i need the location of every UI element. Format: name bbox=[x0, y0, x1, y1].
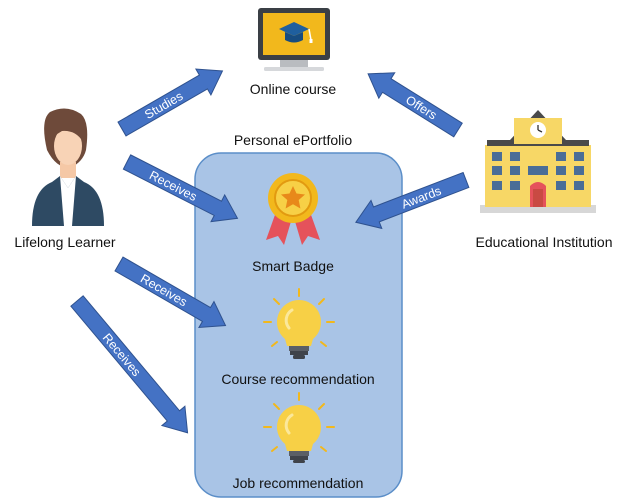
arrow-studies: Studies bbox=[117, 68, 224, 137]
arrow-label-awards: Awards bbox=[400, 184, 444, 212]
award-medal-icon bbox=[266, 173, 320, 245]
eportfolio-title: Personal ePortfolio bbox=[234, 132, 353, 148]
arrow-offers: Offers bbox=[367, 72, 463, 138]
arrow-receives-job-rec: Receives bbox=[70, 295, 189, 434]
lightbulb-icon bbox=[263, 392, 335, 463]
node-label-course-recommendation: Course recommendation bbox=[221, 371, 374, 387]
school-building-icon bbox=[480, 110, 596, 213]
node-label-online-course: Online course bbox=[250, 81, 337, 97]
arrow-label-receives-job-rec: Receives bbox=[100, 331, 144, 379]
node-label-lifelong-learner: Lifelong Learner bbox=[14, 234, 116, 250]
node-label-job-recommendation: Job recommendation bbox=[233, 475, 364, 491]
node-label-smart-badge: Smart Badge bbox=[252, 258, 334, 274]
lightbulb-icon bbox=[263, 288, 335, 359]
node-label-educational-institution: Educational Institution bbox=[476, 234, 613, 250]
person-icon bbox=[32, 108, 104, 226]
laptop-graduation-cap-icon bbox=[258, 8, 330, 71]
arrow-label-receives-course-rec: Receives bbox=[138, 272, 190, 310]
